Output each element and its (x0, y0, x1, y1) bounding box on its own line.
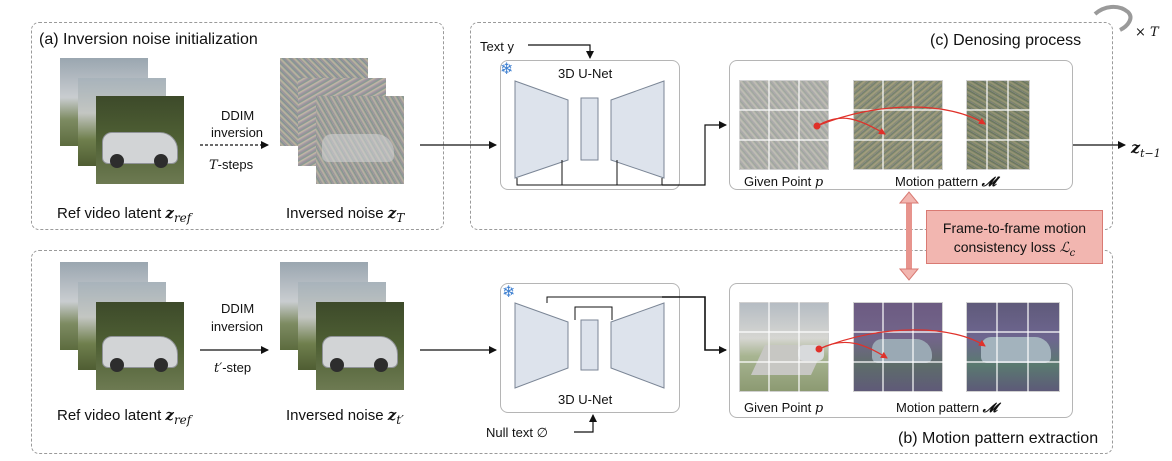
unet-decoder-bottom (610, 302, 665, 389)
motion-arrow-bottom-2 (818, 329, 986, 350)
unet-encoder-top (514, 80, 569, 179)
motion-pattern-video-image-1 (853, 302, 943, 392)
unet-label-bottom: 3D U-Net (558, 392, 613, 407)
text-input-arrow (528, 44, 594, 59)
steps-label-top: T-steps (209, 157, 254, 173)
null-text-arrow (574, 414, 597, 433)
ddim-label-bottom-2: inversion (211, 319, 264, 334)
ddim-label-bottom-1: DDIM (221, 301, 255, 316)
given-point-label-top: Given Point p (744, 174, 824, 190)
denoising-panel (470, 22, 1113, 230)
ref-frame-front-bottom (96, 302, 184, 390)
loss-label-line1: Frame-to-frame motion (942, 220, 1087, 236)
motion-pattern-video-image-2 (966, 302, 1060, 392)
motion-consistency-loss-box: Frame-to-frame motion consistency loss ℒ… (926, 210, 1103, 264)
motion-arrow-top-1 (816, 117, 886, 135)
loss-label-line2: consistency loss ℒc (953, 239, 1076, 259)
inv-frame-front-bottom (316, 302, 404, 390)
unet-bottleneck-bottom (580, 319, 599, 371)
snowflake-icon: ❄ (502, 284, 516, 301)
given-point-label-bottom: Given Point p (744, 400, 824, 416)
inversed-noise-label-bottom: Inversed noise zt′ (286, 406, 404, 427)
motion-pattern-noise-image-2 (966, 80, 1030, 170)
denoising-panel-title: (c) Denosing process (930, 32, 1082, 49)
null-text-label: Null text ∅ (486, 425, 548, 440)
snowflake-icon: ❄ (500, 61, 514, 78)
motion-arrow-top-2 (816, 106, 986, 127)
repeat-label: × T (1135, 25, 1159, 40)
ref-latent-label-top: Ref video latent zref (57, 204, 192, 225)
unet-bottleneck-top (580, 97, 599, 161)
text-input-label: Text y (480, 39, 514, 54)
given-point-video-image (739, 302, 829, 392)
ddim-label-top-1: DDIM (221, 108, 255, 123)
grid-lines-top (739, 80, 1030, 170)
unet-to-motion-arrow-top (662, 121, 727, 186)
inversion-panel (31, 22, 444, 230)
noise-frame-front (316, 96, 404, 184)
unet-decoder-top (610, 80, 665, 179)
car-image (322, 134, 394, 162)
motion-pattern-noise-image-1 (853, 80, 943, 170)
repeat-loop-icon (1093, 5, 1133, 32)
unet-encoder-bottom (514, 302, 569, 389)
motion-pattern-label-bottom: Motion pattern 𝓜 (896, 400, 998, 416)
inversed-noise-label-top: Inversed noise zT (286, 204, 405, 225)
unet-label-top: 3D U-Net (558, 66, 613, 81)
motion-pattern-label-top: Motion pattern 𝓜′ (895, 174, 1000, 190)
extraction-panel-title: (b) Motion pattern extraction (898, 430, 1099, 447)
output-latent-label: zt−1 (1131, 138, 1161, 161)
extraction-panel (31, 250, 1113, 454)
unet-to-motion-arrow-bottom (662, 296, 727, 354)
ddim-label-top-2: inversion (211, 125, 264, 140)
ref-latent-label-bottom: Ref video latent zref (57, 406, 192, 427)
ref-frame-front (96, 96, 184, 184)
grid-lines-bottom (739, 302, 1060, 392)
inversion-panel-title: (a) Inversion noise initialization (39, 31, 258, 48)
steps-label-bottom: t′-step (214, 360, 252, 376)
